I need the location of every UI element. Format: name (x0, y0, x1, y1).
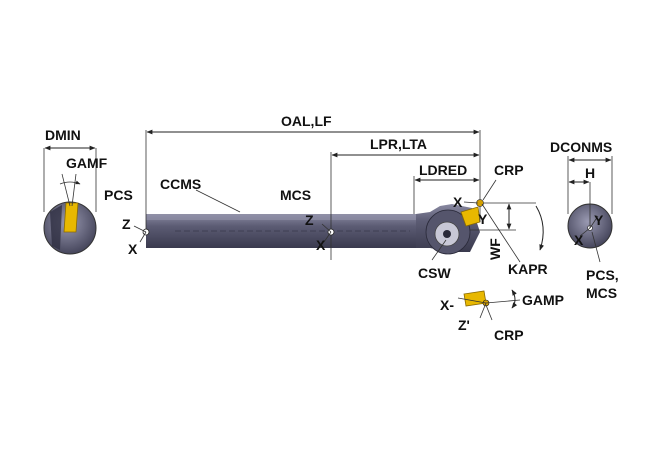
pcs-mcs-label-2: MCS (586, 285, 617, 301)
gamp-label: GAMP (522, 292, 564, 308)
mcs-mid-label: MCS (280, 187, 311, 203)
ldred-dimension: LDRED (413, 162, 480, 214)
left-end-view: DMIN GAMF (43, 127, 108, 255)
h-label: H (585, 165, 595, 181)
oal-lf-label: OAL,LF (281, 113, 332, 129)
oal-dimension: OAL,LF (146, 113, 481, 200)
lpr-lta-label: LPR,LTA (370, 136, 427, 152)
y-head-label: Y (478, 211, 488, 227)
pcs-mcs-label-1: PCS, (586, 267, 619, 283)
wf-dimension: WF (470, 202, 536, 260)
dconms-label: DCONMS (550, 139, 612, 155)
pcs-left-label: PCS (104, 187, 133, 203)
pcs-left: PCS Z X (104, 130, 150, 257)
x-left-label: X (128, 241, 138, 257)
lpr-dimension: LPR,LTA (330, 136, 480, 200)
wf-label: WF (487, 238, 503, 260)
dmin-label: DMIN (45, 127, 81, 143)
crp-top-label: CRP (494, 162, 524, 178)
insert-detail: X- Z' GAMP CRP (440, 289, 564, 343)
y-right-label: Y (594, 212, 604, 228)
left-insert (63, 202, 79, 233)
x-head-label: X (453, 194, 463, 210)
gamf-label: GAMF (66, 155, 108, 171)
ccms-label: CCMS (160, 176, 201, 192)
x-mid-label: X (316, 237, 326, 253)
z-left-label: Z (122, 216, 131, 232)
x-insert-label: X- (440, 297, 454, 313)
boring-bar (146, 199, 484, 255)
ldred-label: LDRED (419, 162, 467, 178)
crp-bottom-label: CRP (494, 327, 524, 343)
right-end-view: DCONMS H Y X PCS, MCS (550, 139, 619, 301)
insert-detail-shape (463, 290, 487, 307)
csw-label: CSW (418, 265, 451, 281)
z-insert-label: Z' (458, 317, 470, 333)
mcs-mid: MCS Z X (280, 187, 335, 260)
kapr-label: KAPR (508, 261, 548, 277)
kapr-angle: KAPR (481, 203, 548, 277)
x-right-label: X (574, 232, 584, 248)
z-mid-label: Z (305, 212, 314, 228)
